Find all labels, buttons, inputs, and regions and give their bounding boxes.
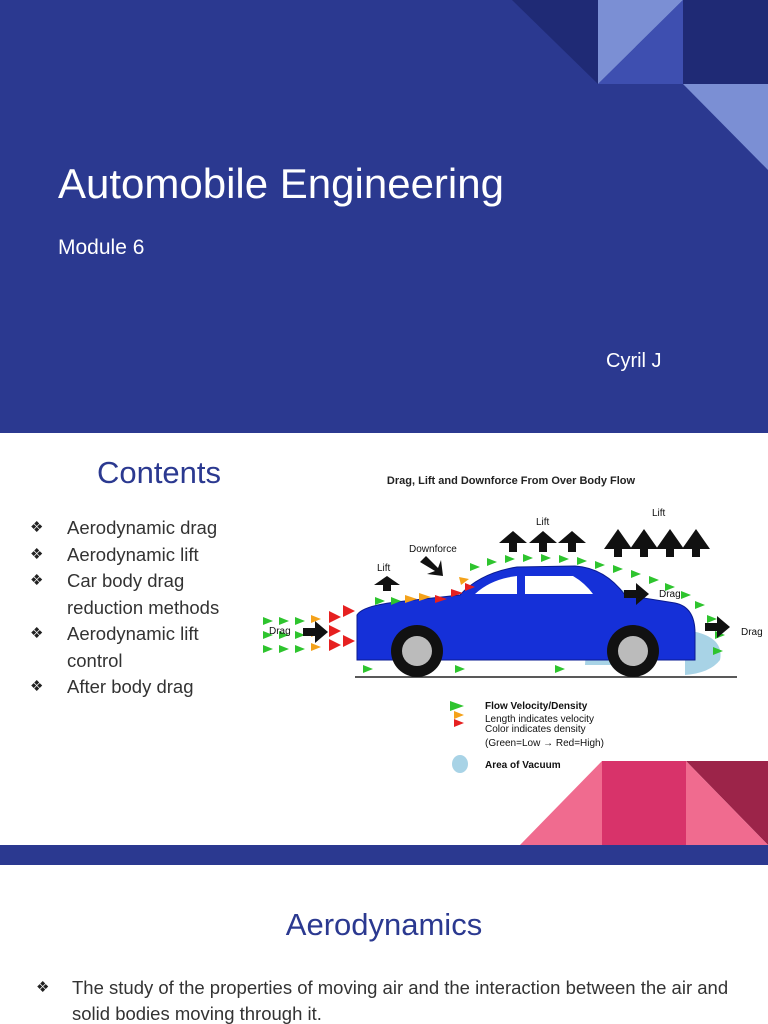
lift-arrow-large-icon	[682, 529, 710, 557]
diagram-title: Drag, Lift and Downforce From Over Body …	[387, 475, 636, 487]
lift-arrow-icon	[529, 531, 557, 552]
diamond-bullet-icon: ❖	[30, 678, 44, 695]
list-item-label: Aerodynamic lift	[67, 543, 199, 565]
car-window-front	[475, 576, 517, 594]
legend-flow-line3: (Green=Low → Red=High)	[485, 738, 604, 749]
lift-arrow-icon	[558, 531, 586, 552]
aerodynamics-slide: Aerodynamics ❖ The study of the properti…	[0, 865, 768, 1024]
drag-arrow-rear-icon	[705, 616, 730, 638]
lift-arrow-large-icon	[656, 529, 684, 557]
drag-arrow-front-icon	[303, 621, 328, 643]
deco-triangle-mid	[598, 0, 683, 84]
list-item: ❖ Aerodynamic lift control	[30, 621, 240, 674]
aerodynamics-title: Aerodynamics	[285, 907, 483, 942]
label-drag-front: Drag	[269, 626, 291, 637]
author-name: Cyril J	[606, 350, 662, 372]
lift-arrow-small-icon	[374, 576, 400, 591]
diagram-legend: Flow Velocity/Density Length indicates v…	[450, 701, 604, 773]
deco-triangle-light-2	[683, 84, 768, 170]
lift-arrow-large-icon	[630, 529, 658, 557]
contents-title: Contents	[96, 455, 222, 490]
aerodynamics-diagram: Drag, Lift and Downforce From Over Body …	[263, 475, 763, 773]
aerodynamics-definition: The study of the properties of moving ai…	[72, 977, 729, 1024]
diamond-bullet-icon: ❖	[30, 545, 44, 563]
list-item: ❖ The study of the properties of moving …	[36, 975, 736, 1024]
force-arrows	[303, 529, 730, 643]
drag-arrow-roof-icon	[624, 583, 649, 605]
legend-arrow-orange-icon	[454, 711, 464, 719]
corner-decoration	[512, 0, 768, 170]
label-lift-mid: Lift	[536, 517, 550, 528]
list-item: ❖ Car body drag reduction methods	[30, 568, 240, 621]
lift-arrow-large-icon	[604, 529, 632, 557]
diamond-bullet-icon: ❖	[36, 979, 50, 996]
list-item-label: After body drag	[67, 676, 194, 697]
module-subtitle: Module 6	[58, 236, 145, 259]
slide-divider-band	[0, 845, 768, 865]
list-item-label: Aerodynamic lift control	[67, 623, 199, 671]
legend-vacuum-label: Area of Vacuum	[485, 760, 561, 771]
flow-arrows	[263, 554, 725, 673]
rear-hub	[618, 636, 648, 666]
list-item-label: Aerodynamic drag	[67, 517, 218, 538]
legend-arrow-green-icon	[450, 701, 464, 711]
front-hub	[402, 636, 432, 666]
legend-vacuum-swatch-icon	[452, 755, 468, 773]
legend-flow-line2: Color indicates density	[485, 724, 586, 735]
deco-square-dark	[683, 0, 768, 84]
contents-list: ❖ Aerodynamic drag ❖ Aerodynamic lift ❖ Car…	[30, 515, 240, 701]
list-item: ❖ After body drag	[30, 674, 240, 701]
car-window-rear	[525, 576, 593, 594]
label-lift-small: Lift	[377, 563, 391, 574]
title-slide: Automobile Engineering Module 6 Cyril J	[0, 0, 768, 433]
label-drag-roof: Drag	[659, 589, 681, 600]
lift-arrow-icon	[499, 531, 527, 552]
legend-flow-title: Flow Velocity/Density	[485, 701, 588, 712]
deco-triangle-dark	[512, 0, 598, 84]
contents-slide: Contents ❖ Aerodynamic drag ❖ Aerodynamic …	[0, 433, 768, 845]
list-item: ❖ Aerodynamic drag	[30, 515, 240, 542]
list-item: ❖ Aerodynamic lift	[30, 542, 240, 569]
label-downforce: Downforce	[409, 544, 457, 555]
presentation-title: Automobile Engineering	[58, 160, 504, 207]
diamond-bullet-icon: ❖	[30, 625, 44, 642]
label-lift-large: Lift	[652, 508, 666, 519]
label-drag-rear: Drag	[741, 627, 763, 638]
diamond-bullet-icon: ❖	[30, 572, 44, 589]
downforce-arrow-icon	[420, 556, 443, 576]
legend-arrow-red-icon	[454, 719, 464, 727]
list-item-label: Car body drag reduction methods	[67, 570, 220, 618]
diamond-bullet-icon: ❖	[30, 519, 44, 536]
legend-flow-line1: Length indicates velocity	[485, 714, 594, 725]
